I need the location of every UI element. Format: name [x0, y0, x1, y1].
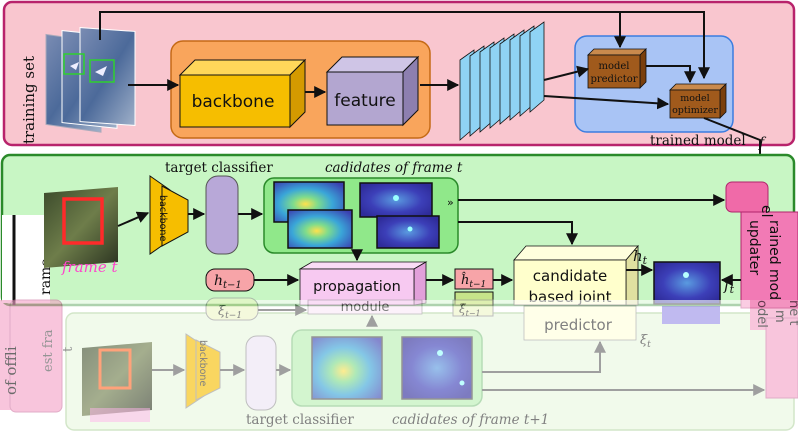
- model-predictor-line1: model: [598, 61, 629, 72]
- propagation-module: propagation: [298, 261, 428, 306]
- middle-arrows: [117, 194, 741, 286]
- middle-backbone-label: backbone: [157, 195, 168, 241]
- side-est-label: est fra: [41, 329, 56, 372]
- frame-t-label: frame t: [61, 258, 119, 276]
- middle-panel: rame frame t backbone target classifier …: [0, 153, 798, 309]
- side-t-label: t: [61, 346, 76, 352]
- middle-backbone: backbone: [149, 175, 189, 255]
- h-t-main: h: [633, 247, 643, 265]
- feature-label: feature: [334, 91, 395, 111]
- xi-prev-sub: t−1: [225, 311, 242, 321]
- h-hat-main: ĥ: [461, 272, 469, 288]
- backbone-label: backbone: [192, 92, 275, 112]
- top-panel: training set backbone feature: [2, 0, 796, 182]
- model-predictor-line2: predictor: [590, 74, 637, 85]
- bottom-heatmap-2: [401, 336, 473, 400]
- bottom-panel: of offli est fra t ξt−1 module ξ̂t−1 pre…: [0, 297, 798, 432]
- backbone-block: backbone: [178, 58, 307, 129]
- top-arrows: [99, 11, 766, 182]
- svg-text:ξt−1: ξt−1: [218, 304, 242, 321]
- propagation-line2: module: [341, 300, 390, 315]
- xi-hat-sub: t−1: [466, 309, 481, 318]
- middle-target-classifier: target classifier: [165, 160, 273, 176]
- right-tab-line1: odel: [754, 300, 769, 328]
- h-prev-main: h: [214, 273, 223, 289]
- f-t-sub: t: [730, 283, 735, 296]
- h-t-sub: t: [643, 254, 648, 267]
- bottom-target-classifier: target classifier: [246, 412, 354, 428]
- xi-t-main: ξ: [640, 333, 648, 348]
- left-blank: [2, 215, 50, 303]
- right-tab-line3: ne t: [786, 300, 798, 325]
- middle-classifier-cylinder: [205, 175, 239, 255]
- model-optimizer-box: model optimizer: [669, 83, 727, 119]
- output-heatmap: [653, 261, 721, 305]
- trained-model-label: trained model: [650, 133, 746, 149]
- svg-text:ĥt−1: ĥt−1: [461, 272, 486, 290]
- h-prev-sub: t−1: [223, 280, 242, 291]
- bottom-left-tab-text: of offli: [2, 346, 20, 395]
- xi-hat-main: ξ̂: [459, 302, 467, 316]
- bottom-right-tab: [765, 317, 798, 399]
- updater-line2: updater: [746, 220, 762, 275]
- feature-block: feature: [325, 55, 420, 127]
- h-hat-box: ĥt−1: [454, 268, 494, 290]
- training-set-label: training set: [20, 56, 38, 144]
- propagation-line1: propagation: [313, 279, 401, 295]
- frame-t-image: frame t: [44, 187, 119, 276]
- bottom-left-tab: [9, 299, 63, 413]
- middle-candidates-title: cadidates of frame t: [325, 160, 463, 176]
- joint-line1: candidate: [533, 267, 607, 285]
- bottom-candidates-title: cadidates of frame t+1: [392, 412, 549, 428]
- xi-t-sub: t: [647, 340, 651, 350]
- training-images: [45, 27, 136, 133]
- svg-text:»: »: [447, 196, 454, 209]
- svg-text:ξ̂t−1: ξ̂t−1: [459, 302, 481, 318]
- f-symbol: f: [758, 135, 767, 151]
- h-hat-sub: t−1: [469, 280, 486, 290]
- joint-line3: predictor: [544, 316, 613, 334]
- feature-stack: [459, 21, 545, 141]
- heatmap-2: [287, 209, 353, 249]
- bottom-heatmap-1: [311, 336, 383, 400]
- xi-prev-main: ξ: [218, 304, 226, 319]
- frame-t1-image: [82, 342, 152, 422]
- model-optimizer-line2: optimizer: [672, 105, 718, 116]
- heatmap-4: [376, 215, 440, 249]
- bottom-backbone-label: backbone: [197, 340, 208, 386]
- svg-text:ht: ht: [633, 247, 648, 267]
- right-tab-line2: m: [772, 310, 787, 323]
- model-predictor-box: model predictor: [587, 48, 647, 89]
- svg-text:ht−1: ht−1: [214, 273, 242, 291]
- model-optimizer-line1: model: [680, 93, 709, 104]
- svg-text:ξt: ξt: [640, 333, 651, 350]
- h-prev-box: ht−1: [205, 268, 255, 292]
- updater-line3: rained mod: [766, 220, 782, 300]
- joint-predictor: candidate based joint: [513, 244, 639, 306]
- updater-line1: el: [758, 205, 774, 218]
- side-frame-label: rame: [38, 258, 54, 295]
